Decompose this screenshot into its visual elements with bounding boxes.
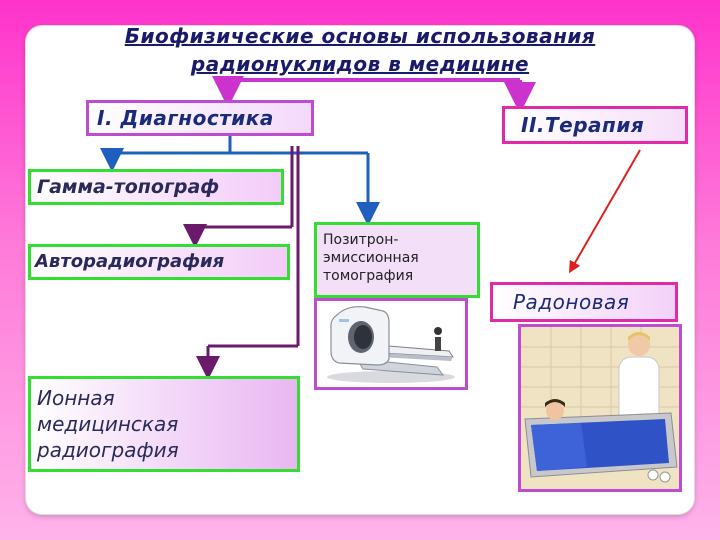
pet-line-3: томография: [323, 268, 414, 284]
ionic-line-1: Ионная: [37, 386, 115, 410]
branch-diagnostics: I. Диагностика: [86, 100, 314, 136]
page-title-line-2: радионуклидов в медицине: [190, 52, 530, 76]
method-autoradiography: Авторадиография: [28, 244, 290, 280]
title-connector: [212, 76, 536, 114]
ionic-line-2: медицинская: [37, 412, 179, 436]
pet-line-1: Позитрон-: [323, 232, 399, 248]
method-ionic-radiography: Ионная медицинская радиография: [28, 376, 300, 472]
pet-line-2: эмиссионная: [323, 250, 419, 266]
radon-bath-image: [518, 324, 682, 492]
ionic-line-3: радиография: [37, 438, 179, 462]
branch-therapy: II.Терапия: [502, 106, 688, 144]
gamma-connector: [100, 136, 380, 226]
pet-scanner-image: [314, 298, 468, 390]
purple-connector: [183, 146, 300, 380]
page-title-line-1: Биофизические основы использования: [124, 24, 596, 48]
method-gamma-topograph: Гамма-топограф: [28, 169, 284, 205]
method-pet: Позитрон- эмиссионная томография: [314, 222, 480, 298]
method-radon: Радоновая: [490, 282, 678, 322]
therapy-connector: [569, 149, 641, 274]
